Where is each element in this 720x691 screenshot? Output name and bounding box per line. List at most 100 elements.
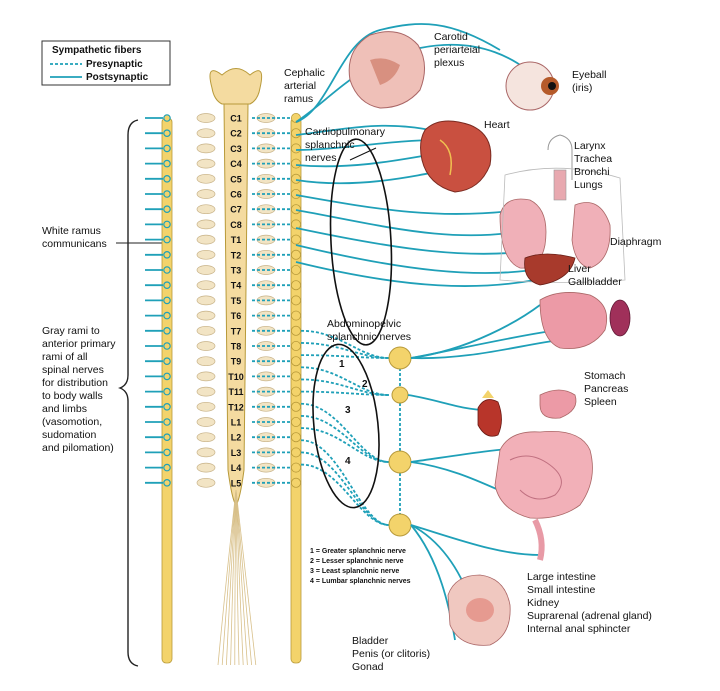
svg-text:Stomach: Stomach	[584, 370, 626, 382]
cephalic-label: Cephalic arterial ramus	[284, 67, 325, 105]
chain-ganglion	[290, 462, 301, 473]
vertebra-label: T12	[228, 402, 244, 412]
splanchnic-fiber	[300, 354, 390, 359]
svg-text:Cephalic: Cephalic	[284, 67, 325, 79]
stomach-label: Stomach Pancreas Spleen	[584, 370, 628, 408]
chain-ganglion	[290, 143, 301, 154]
chain-ganglion	[290, 325, 301, 336]
left-ramus-node	[163, 190, 171, 198]
svg-text:periarteial: periarteial	[434, 44, 480, 56]
left-ramus-node	[163, 296, 171, 305]
kidney-illustration	[477, 390, 502, 437]
left-ramus-node	[163, 129, 171, 138]
svg-text:anterior primary: anterior primary	[42, 338, 116, 350]
left-ramus-node	[163, 159, 171, 168]
splanchnic-fiber	[300, 342, 390, 359]
svg-text:and limbs: and limbs	[42, 403, 87, 415]
eyeball-label: Eyeball (iris)	[572, 69, 606, 94]
vertebra-left-process	[196, 204, 216, 215]
chain-ganglion	[290, 386, 301, 397]
cauda-strand	[235, 489, 257, 666]
splanchnic-number-3: 3	[345, 405, 351, 416]
svg-text:plexus: plexus	[434, 57, 464, 69]
chain-ganglion	[290, 173, 301, 184]
vertebra-left-process	[196, 371, 216, 382]
left-ramus-node	[163, 402, 171, 411]
vertebra-left-process	[196, 128, 216, 139]
svg-text:Suprarenal (adrenal gland): Suprarenal (adrenal gland)	[527, 610, 652, 622]
vertebra-left-process	[196, 417, 216, 427]
svg-text:1 = Greater splanchnic nerve: 1 = Greater splanchnic nerve	[310, 548, 406, 555]
vertebra-label: T7	[231, 326, 242, 336]
cardiopulmonary-oval	[329, 138, 393, 346]
svg-text:Small intestine: Small intestine	[527, 584, 595, 596]
cauda-strand	[235, 489, 252, 666]
svg-text:(vasomotion,: (vasomotion,	[42, 416, 102, 428]
svg-text:communicans: communicans	[42, 238, 107, 250]
chain-ganglion	[290, 310, 301, 321]
vertebra-left-process	[196, 462, 216, 473]
superior-mesenteric-ganglion	[388, 450, 412, 474]
left-ramus-node	[163, 372, 171, 381]
left-ramus-node	[163, 311, 171, 320]
left-ramus-node	[163, 144, 171, 153]
vertebra-label: L5	[231, 478, 242, 488]
vertebra-left-process	[196, 447, 216, 458]
carotid-label: Carotid periarteial plexus	[434, 31, 480, 69]
cauda-equina	[217, 489, 257, 666]
brainstem	[209, 68, 263, 105]
vertebra-left-process	[196, 265, 216, 275]
chain-ganglion	[290, 158, 301, 169]
vertebra-left-process	[196, 295, 216, 306]
chain-ganglion	[290, 401, 301, 412]
svg-text:Liver: Liver	[568, 263, 591, 275]
svg-text:rami of all: rami of all	[42, 351, 88, 363]
svg-text:to body walls: to body walls	[42, 390, 103, 402]
splanchnic-fiber	[300, 390, 390, 396]
cardiopulmonary-pointer	[349, 147, 377, 161]
splanchnic-number-1: 1	[339, 359, 345, 370]
vertebra-label: C3	[230, 144, 242, 154]
splanchnic-fiber	[300, 463, 390, 526]
vertebra-label: T5	[231, 296, 242, 306]
legend-title: Sympathetic fibers	[52, 45, 142, 56]
cauda-strand	[235, 489, 248, 666]
splanchnic-number-2: 2	[362, 379, 368, 390]
chain-ganglion	[290, 128, 301, 139]
left-ramus-node	[163, 114, 171, 122]
cauda-strand	[235, 489, 244, 666]
heart-illustration	[420, 120, 492, 193]
white-ramus-label: White ramus communicans	[42, 225, 107, 250]
vertebra-left-process	[196, 401, 216, 412]
heart-label: Heart	[484, 119, 510, 131]
splanchnic-number-4: 4	[345, 456, 351, 467]
vertebra-labels: C1C2C3C4C5C6C7C8T1T2T3T4T5T6T7T8T9T10T11…	[228, 114, 244, 489]
left-ramus-node	[163, 418, 171, 426]
vertebra-label: C8	[230, 220, 242, 230]
chain-ganglion	[290, 447, 301, 458]
diaphragm-label: Diaphragm	[610, 236, 662, 248]
svg-text:Eyeball: Eyeball	[572, 69, 606, 81]
vertebra-left-process	[196, 158, 216, 169]
svg-text:Gray rami to: Gray rami to	[42, 325, 100, 337]
svg-text:splanchnic nerves: splanchnic nerves	[327, 331, 411, 343]
aorticorenal-ganglion	[391, 386, 409, 404]
vertebra-label: C1	[230, 114, 242, 124]
vertebra-label: T10	[228, 372, 244, 382]
svg-text:Cardiopulmonary: Cardiopulmonary	[305, 126, 386, 138]
svg-text:3 = Least splanchnic nerve: 3 = Least splanchnic nerve	[310, 568, 399, 575]
vertebra-left-process	[196, 173, 216, 184]
vertebra-label: T9	[231, 357, 242, 367]
cauda-strand	[217, 489, 237, 666]
left-brace	[118, 119, 139, 667]
bladder-illustration	[447, 574, 511, 646]
chain-ganglion	[290, 477, 301, 488]
vertebra-label: T4	[231, 281, 242, 291]
vertebra-label: T3	[231, 266, 242, 276]
vertebra-left-process	[196, 143, 216, 154]
left-ramus-node	[163, 220, 171, 229]
vertebra-label: T8	[231, 342, 242, 352]
chain-ganglion	[290, 340, 301, 351]
chain-ganglion	[290, 234, 301, 245]
